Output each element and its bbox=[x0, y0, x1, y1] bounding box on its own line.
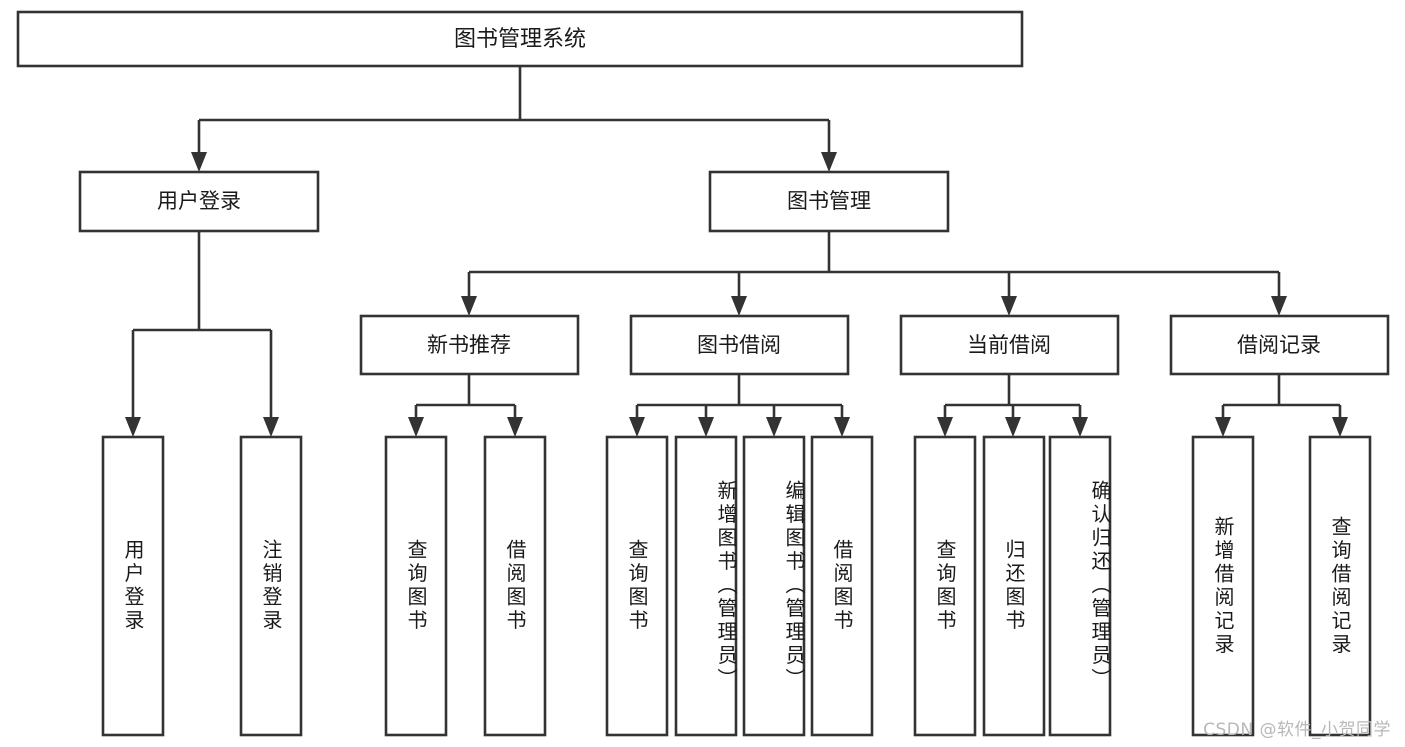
leaf-box-borrow-book[interactable] bbox=[810, 435, 874, 737]
connector-group-root bbox=[191, 66, 837, 172]
arrow-head-icon bbox=[263, 417, 279, 437]
connector-group-user-login bbox=[125, 231, 279, 437]
node-root-box[interactable] bbox=[16, 10, 1024, 68]
node-user-login-label: 用户登录 bbox=[157, 189, 241, 213]
leaf-label-add-record: 新增借阅记录 bbox=[1211, 515, 1235, 657]
node-borrow-records[interactable]: 借阅记录 bbox=[1169, 314, 1390, 376]
arrow-head-icon bbox=[834, 417, 850, 437]
arrow-head-icon bbox=[698, 417, 714, 437]
arrow-head-icon bbox=[1271, 296, 1287, 316]
arrow-head-icon bbox=[937, 417, 953, 437]
leaf-box-logout[interactable] bbox=[239, 435, 303, 737]
leaf-label-borrow-book-new: 借阅图书 bbox=[503, 539, 527, 633]
node-book-borrow-box[interactable] bbox=[629, 314, 850, 376]
leaf-label-borrow-book: 借阅图书 bbox=[830, 539, 854, 633]
connector-group-current-borrow bbox=[937, 374, 1088, 437]
arrow-head-icon bbox=[766, 417, 782, 437]
connector-group-book-manage bbox=[461, 231, 1287, 316]
leaf-box-return-book[interactable] bbox=[982, 435, 1046, 737]
arrow-head-icon bbox=[125, 417, 141, 437]
csdn-watermark: CSDN @软件_小贺同学 bbox=[1203, 720, 1391, 740]
arrow-head-icon bbox=[408, 417, 424, 437]
arrow-head-icon bbox=[731, 296, 747, 316]
leaf-box-edit-book-admin[interactable] bbox=[742, 435, 806, 737]
leaf-box-query-book-new[interactable] bbox=[384, 435, 448, 737]
leaf-label-query-record: 查询借阅记录 bbox=[1328, 515, 1352, 657]
node-new-book-recommend-box[interactable] bbox=[359, 314, 580, 376]
node-new-book-recommend[interactable]: 新书推荐 bbox=[359, 314, 580, 376]
node-borrow-records-label: 借阅记录 bbox=[1237, 333, 1321, 357]
leaf-box-query-book-current[interactable] bbox=[913, 435, 977, 737]
node-borrow-records-box[interactable] bbox=[1169, 314, 1390, 376]
node-book-borrow[interactable]: 图书借阅 bbox=[629, 314, 850, 376]
node-book-borrow-label: 图书借阅 bbox=[697, 333, 781, 357]
arrow-head-icon bbox=[507, 417, 523, 437]
leaf-label-logout: 注销登录 bbox=[259, 539, 283, 633]
leaf-label-query-book-borrow: 查询图书 bbox=[625, 539, 649, 633]
node-current-borrow-box[interactable] bbox=[899, 314, 1120, 376]
leaf-label-add-book-admin: 新增图书（管理员） bbox=[714, 480, 738, 692]
connector-group-records bbox=[1215, 374, 1348, 437]
leaf-label-query-book-current: 查询图书 bbox=[933, 539, 957, 633]
leaf-label-edit-book-admin: 编辑图书（管理员） bbox=[782, 480, 806, 692]
leaf-box-group bbox=[101, 435, 1372, 737]
leaf-label-return-book: 归还图书 bbox=[1002, 539, 1026, 633]
connector-group-borrow bbox=[629, 374, 850, 437]
arrow-head-icon bbox=[461, 296, 477, 316]
arrow-head-icon bbox=[191, 152, 207, 172]
arrow-head-icon bbox=[821, 152, 837, 172]
leaf-box-add-record[interactable] bbox=[1191, 435, 1255, 737]
leaf-label-query-book-new: 查询图书 bbox=[404, 539, 428, 633]
leaf-box-confirm-return-admin[interactable] bbox=[1048, 435, 1112, 737]
node-current-borrow-label: 当前借阅 bbox=[967, 333, 1051, 357]
leaf-box-add-book-admin[interactable] bbox=[674, 435, 738, 737]
node-book-manage-label: 图书管理 bbox=[787, 189, 871, 213]
connector-group-new-book bbox=[408, 374, 523, 437]
node-root[interactable]: 图书管理系统 bbox=[16, 10, 1024, 68]
node-new-book-recommend-label: 新书推荐 bbox=[427, 333, 511, 357]
arrow-head-icon bbox=[1072, 417, 1088, 437]
leaf-label-confirm-return-admin: 确认归还（管理员） bbox=[1088, 480, 1112, 692]
node-book-manage[interactable]: 图书管理 bbox=[708, 170, 950, 233]
leaf-box-query-record[interactable] bbox=[1308, 435, 1372, 737]
node-user-login-box[interactable] bbox=[78, 170, 320, 233]
arrow-head-icon bbox=[629, 417, 645, 437]
node-current-borrow[interactable]: 当前借阅 bbox=[899, 314, 1120, 376]
leaf-box-borrow-book-new[interactable] bbox=[483, 435, 547, 737]
node-user-login[interactable]: 用户登录 bbox=[78, 170, 320, 233]
arrow-head-icon bbox=[1005, 417, 1021, 437]
arrow-head-icon bbox=[1215, 417, 1231, 437]
node-root-label: 图书管理系统 bbox=[454, 27, 586, 52]
leaf-label-user-login: 用户登录 bbox=[121, 539, 145, 633]
leaf-box-query-book-borrow[interactable] bbox=[605, 435, 669, 737]
leaf-box-user-login[interactable] bbox=[101, 435, 165, 737]
arrow-head-icon bbox=[1001, 296, 1017, 316]
node-book-manage-box[interactable] bbox=[708, 170, 950, 233]
arrow-head-icon bbox=[1332, 417, 1348, 437]
